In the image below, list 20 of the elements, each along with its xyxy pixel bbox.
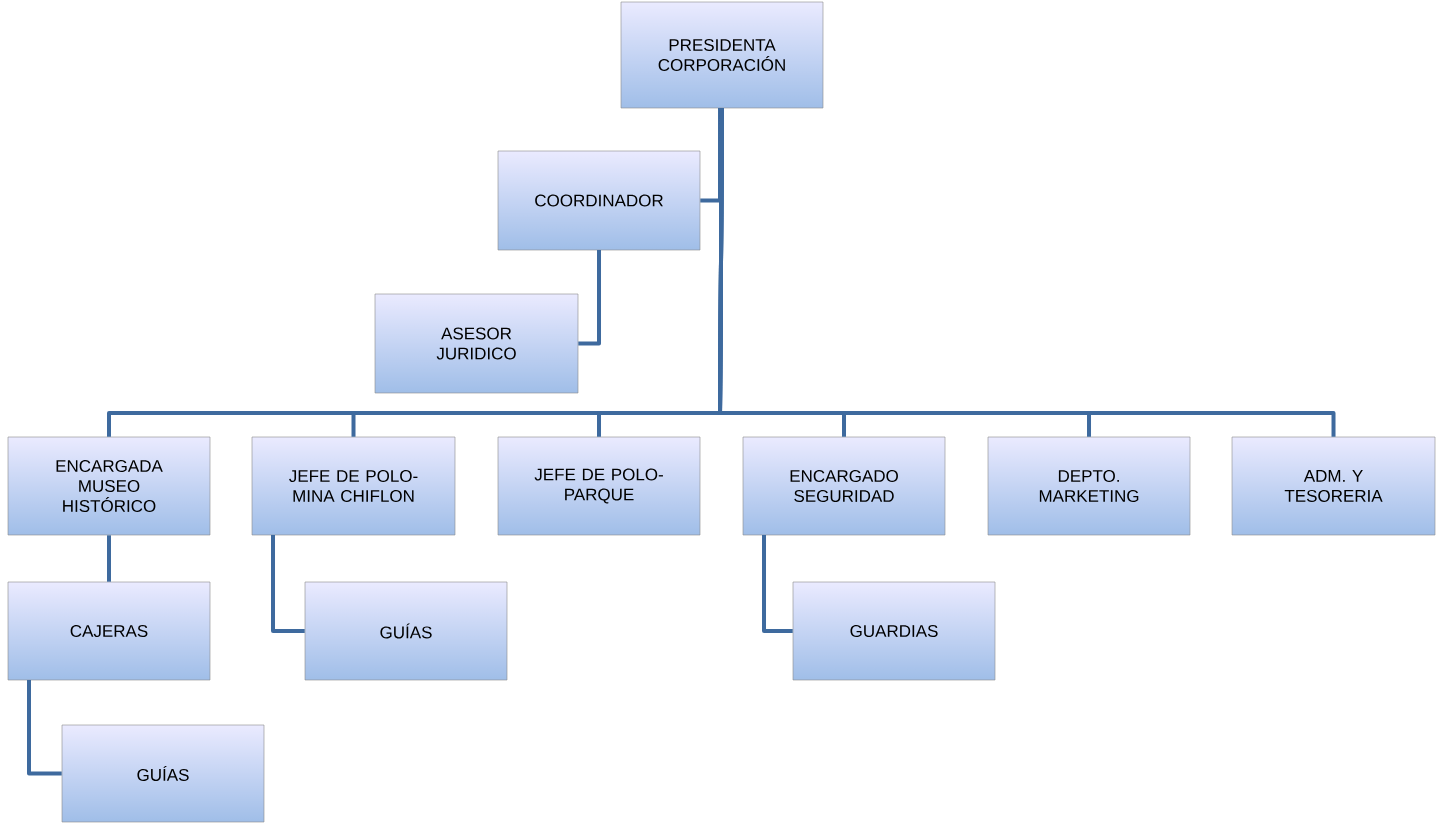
org-box: GUÍAS (304, 581, 508, 681)
org-box: ADM. Y TESORERIA (1231, 436, 1436, 536)
org-box: GUARDIAS (792, 581, 996, 681)
org-box: DEPTO. MARKETING (987, 436, 1191, 536)
connector-line (700, 108, 722, 203)
org-box: JEFE DE POLO- PARQUE (497, 436, 701, 536)
connector-line (718, 108, 1336, 437)
org-box: ENCARGADA MUSEO HISTÓRICO (7, 436, 211, 536)
org-box: ASESOR JURIDICO (374, 293, 579, 394)
org-box: CAJERAS (7, 581, 211, 681)
org-box: GUÍAS (61, 724, 265, 823)
connector-line (107, 535, 111, 582)
org-box: COORDINADOR (497, 150, 701, 251)
connector-line (578, 250, 601, 346)
connector-line (271, 535, 305, 633)
org-box: PRESIDENTA CORPORACIÓN (620, 1, 824, 109)
org-box: JEFE DE POLO- MINA CHIFLON (251, 436, 456, 536)
org-box: ENCARGADO SEGURIDAD (742, 436, 946, 536)
connector-line (27, 680, 62, 776)
connector-line (762, 535, 793, 633)
